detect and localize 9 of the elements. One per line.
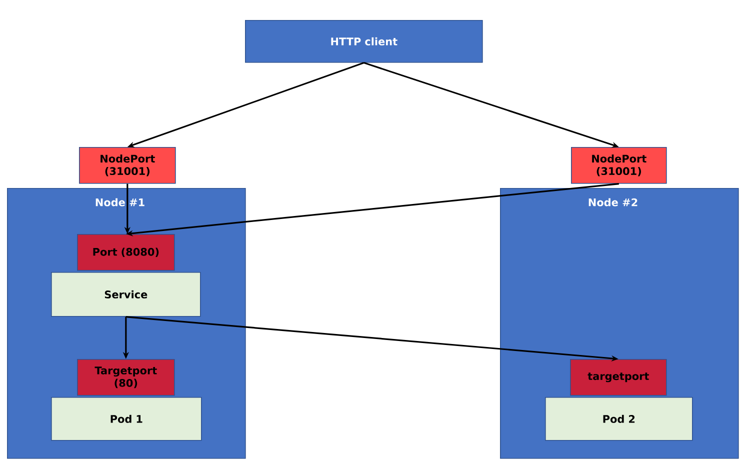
port-box: targetport	[570, 359, 667, 396]
port-box: NodePort (31001)	[79, 147, 176, 184]
port-box: Port (8080)	[77, 234, 175, 271]
client-box: HTTP client	[245, 20, 483, 63]
pod-box: Pod 1	[51, 397, 202, 441]
port-box: NodePort (31001)	[571, 147, 667, 184]
port-box: Targetport (80)	[77, 359, 175, 396]
pod-box: Pod 2	[545, 397, 693, 441]
service-box: Service	[51, 272, 201, 317]
